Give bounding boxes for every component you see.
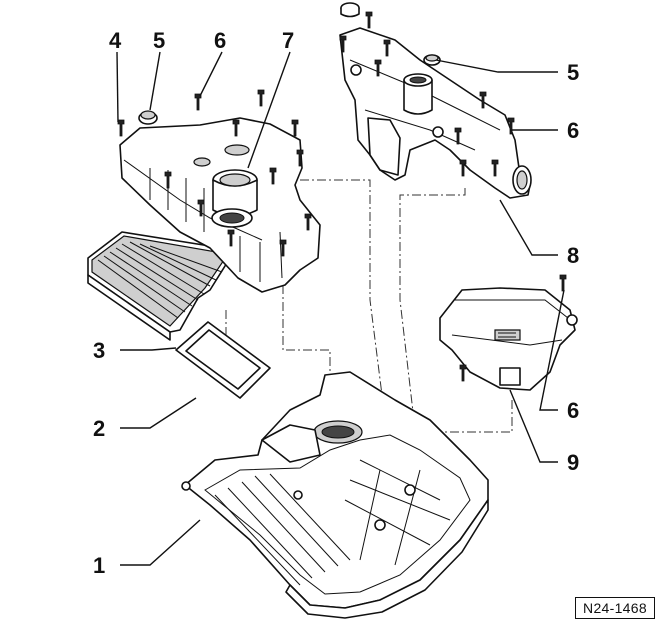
screw-icon bbox=[365, 11, 373, 29]
screws-upper-housing bbox=[117, 89, 312, 257]
screw-icon bbox=[339, 35, 347, 53]
screw-icon bbox=[459, 364, 467, 382]
callout-3: 3 bbox=[93, 338, 105, 363]
screw-icon bbox=[491, 159, 499, 177]
screw-icon bbox=[479, 91, 487, 109]
callout-4: 4 bbox=[109, 28, 122, 53]
screw-icon bbox=[197, 199, 205, 217]
screw-icon bbox=[296, 149, 304, 167]
screw-icon bbox=[374, 59, 382, 77]
screw-icon bbox=[232, 119, 240, 137]
upper-housing bbox=[119, 110, 321, 293]
callout-1: 1 bbox=[93, 553, 105, 578]
callout-5: 5 bbox=[153, 28, 165, 53]
filter-element bbox=[87, 231, 236, 341]
callout-6: 6 bbox=[214, 28, 226, 53]
screw-icon bbox=[304, 213, 312, 231]
seal-gasket bbox=[175, 321, 271, 399]
callout-6: 6 bbox=[567, 398, 579, 423]
screw-icon bbox=[291, 119, 299, 137]
callout-2: 2 bbox=[93, 416, 105, 441]
screw-icon bbox=[459, 159, 467, 177]
screw-icon bbox=[117, 119, 125, 137]
screw-icon bbox=[227, 229, 235, 247]
intake-duct bbox=[339, 2, 532, 199]
screws-resonator bbox=[459, 274, 567, 382]
screws-intake-duct bbox=[339, 11, 515, 177]
screw-icon bbox=[559, 274, 567, 292]
screw-icon bbox=[507, 117, 515, 135]
resonator-box bbox=[439, 287, 578, 391]
screw-icon bbox=[383, 39, 391, 57]
callout-6: 6 bbox=[567, 118, 579, 143]
figure-reference-label: N24-1468 bbox=[575, 597, 655, 619]
screw-icon bbox=[164, 171, 172, 189]
screw-icon bbox=[279, 239, 287, 257]
leader-lines bbox=[116, 51, 565, 566]
callout-labels: 4 5 6 7 5 6 8 3 2 6 9 1 bbox=[93, 28, 579, 578]
screw-icon bbox=[269, 167, 277, 185]
screw-icon bbox=[194, 93, 202, 111]
filter-pleats bbox=[97, 241, 223, 319]
screw-icon bbox=[257, 89, 265, 107]
callout-5: 5 bbox=[567, 60, 579, 85]
callout-9: 9 bbox=[567, 450, 579, 475]
screw-icon bbox=[454, 127, 462, 145]
callout-7: 7 bbox=[282, 28, 294, 53]
lower-housing bbox=[181, 371, 489, 619]
callout-8: 8 bbox=[567, 243, 579, 268]
